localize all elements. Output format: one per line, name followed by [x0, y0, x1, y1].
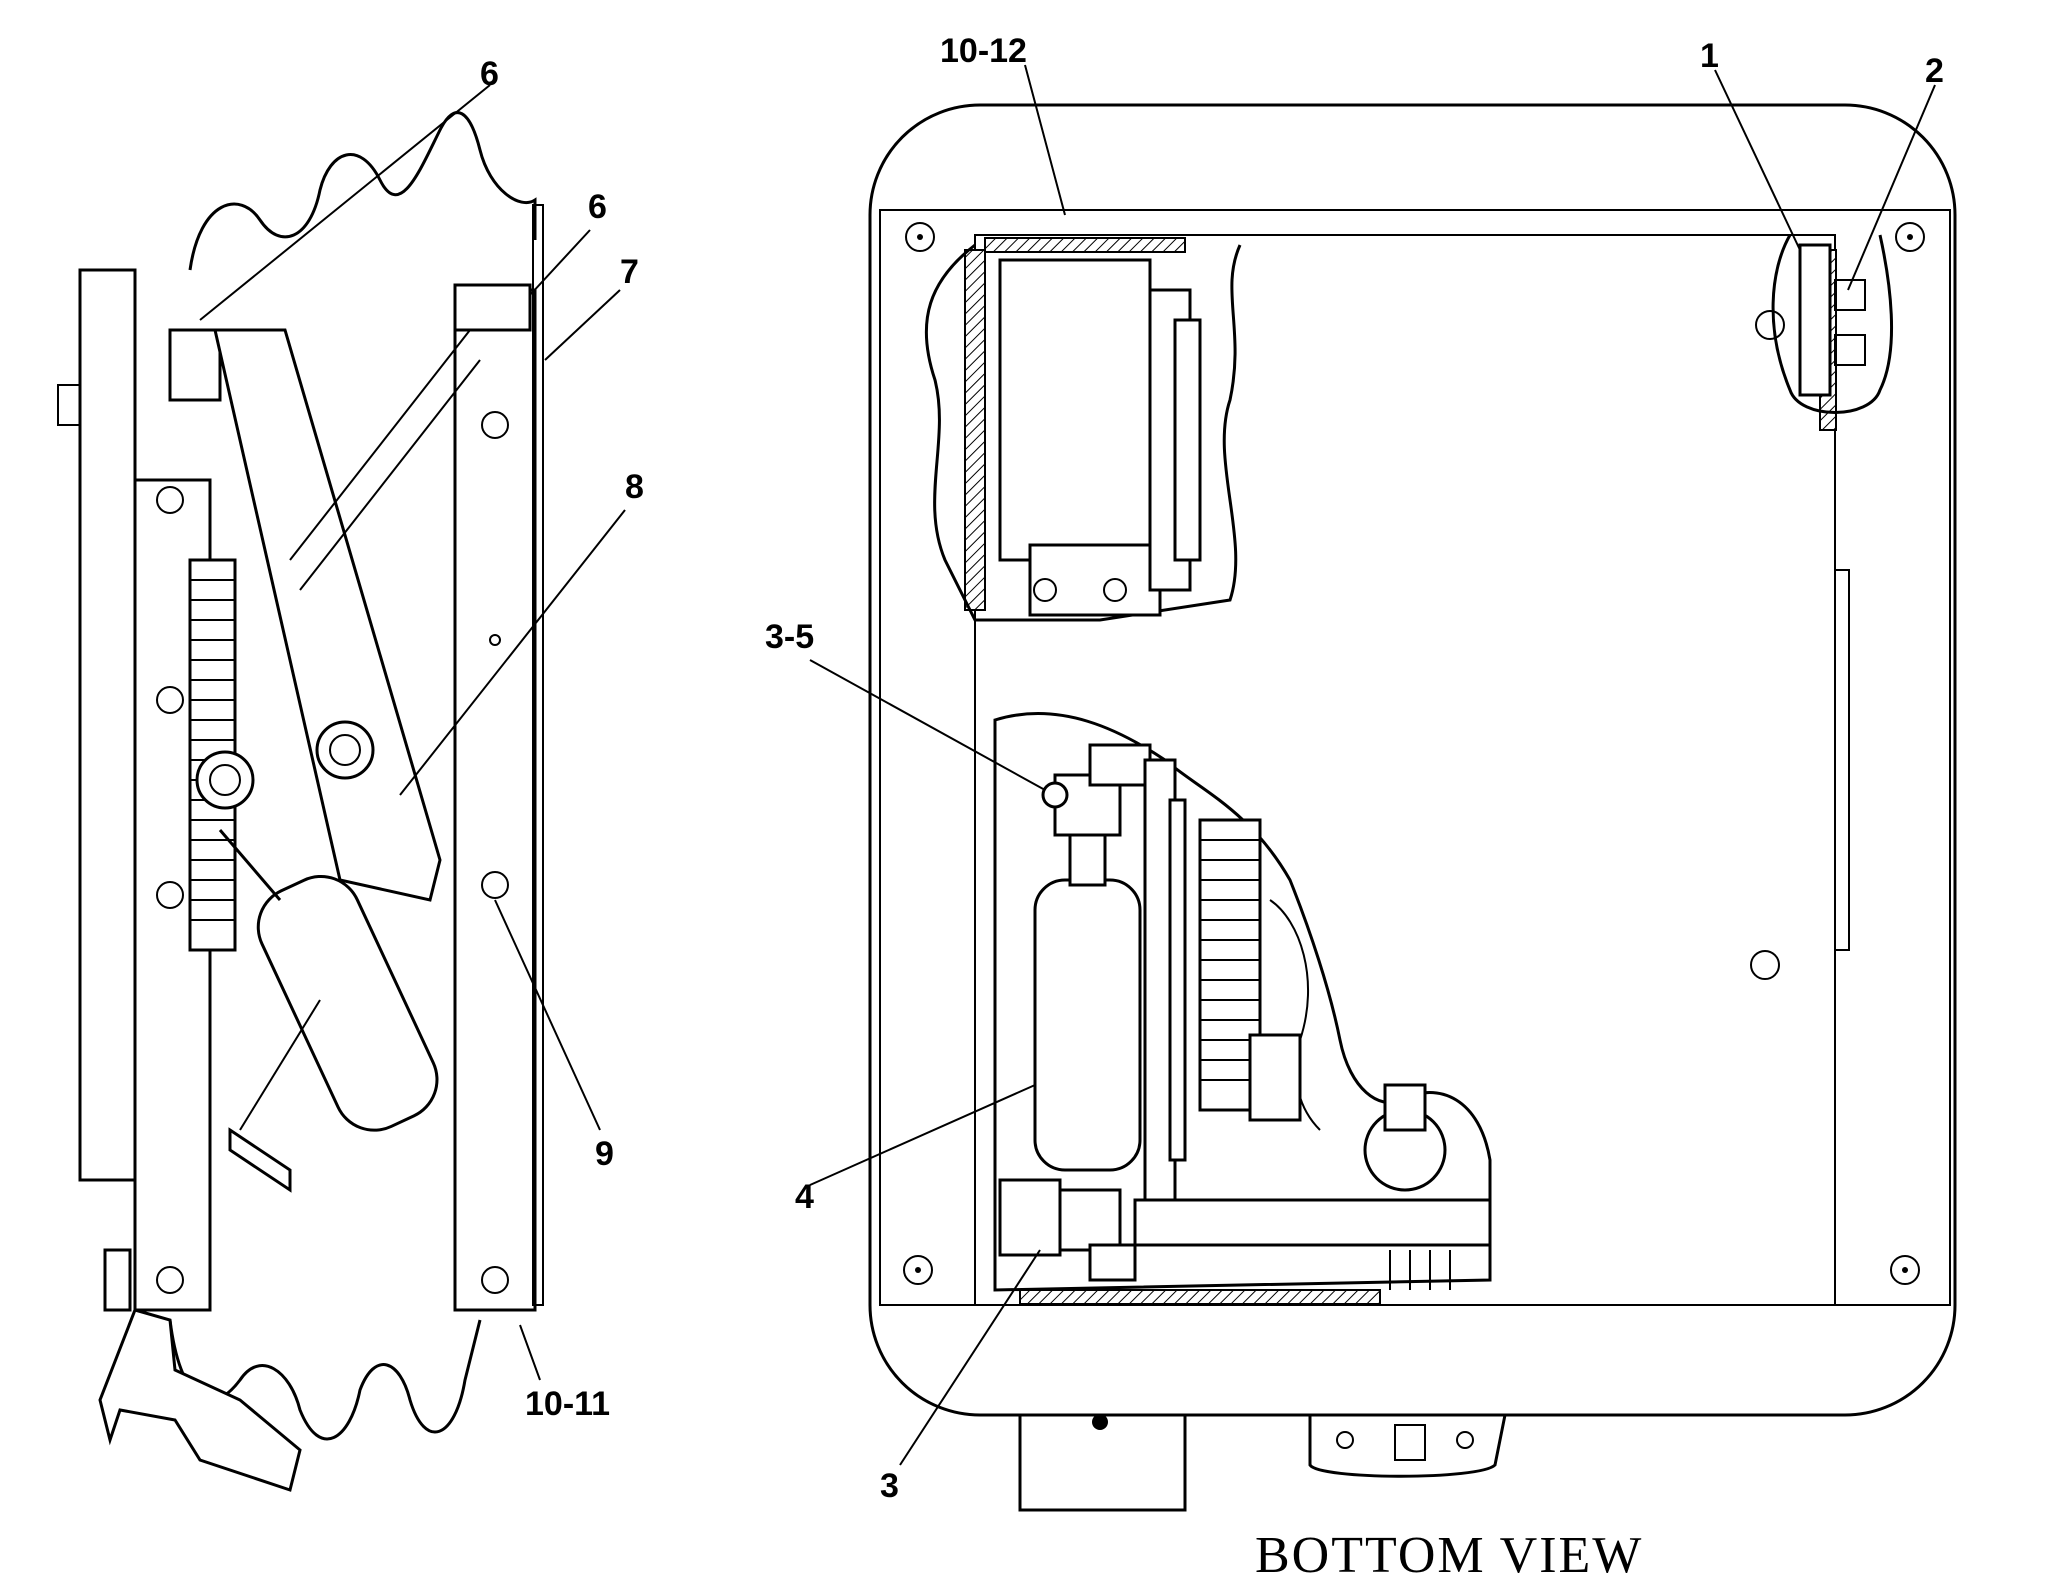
bottom-view-assembly [868, 103, 1957, 1512]
callout-1: 1 [1700, 37, 1719, 75]
bracket [1058, 1188, 1122, 1252]
callout-6-upper: 6 [480, 55, 499, 93]
bottom-tab-right [1308, 1413, 1507, 1478]
scissor-arm [213, 328, 442, 902]
callout-2: 2 [1925, 52, 1944, 90]
callout-9: 9 [595, 1135, 614, 1173]
side-view-assembly [57, 111, 544, 1492]
upper-right-cutaway [1771, 234, 1893, 414]
callout-4: 4 [795, 1178, 814, 1216]
damper-cylinder [256, 874, 439, 1132]
bottom-tab-left [1018, 1413, 1187, 1512]
view-caption: BOTTOM VIEW [1255, 1527, 1643, 1584]
callout-3-5: 3-5 [765, 618, 814, 656]
left-leaders [199, 84, 626, 1381]
back-plate [78, 268, 137, 1182]
pivot-pin [315, 720, 375, 780]
callout-6-lower: 6 [588, 188, 607, 226]
callout-8: 8 [625, 468, 644, 506]
right-rail [453, 288, 537, 1312]
callout-3: 3 [880, 1467, 899, 1505]
callout-10-11: 10-11 [525, 1385, 610, 1423]
callout-10-12: 10-12 [940, 32, 1027, 70]
damper-body [1033, 878, 1142, 1172]
adjust-handle[interactable] [98, 1308, 302, 1492]
callout-7: 7 [620, 253, 639, 291]
right-leaders [809, 64, 1936, 1466]
upper-cutaway [924, 243, 1242, 622]
top-bellows [188, 111, 537, 271]
